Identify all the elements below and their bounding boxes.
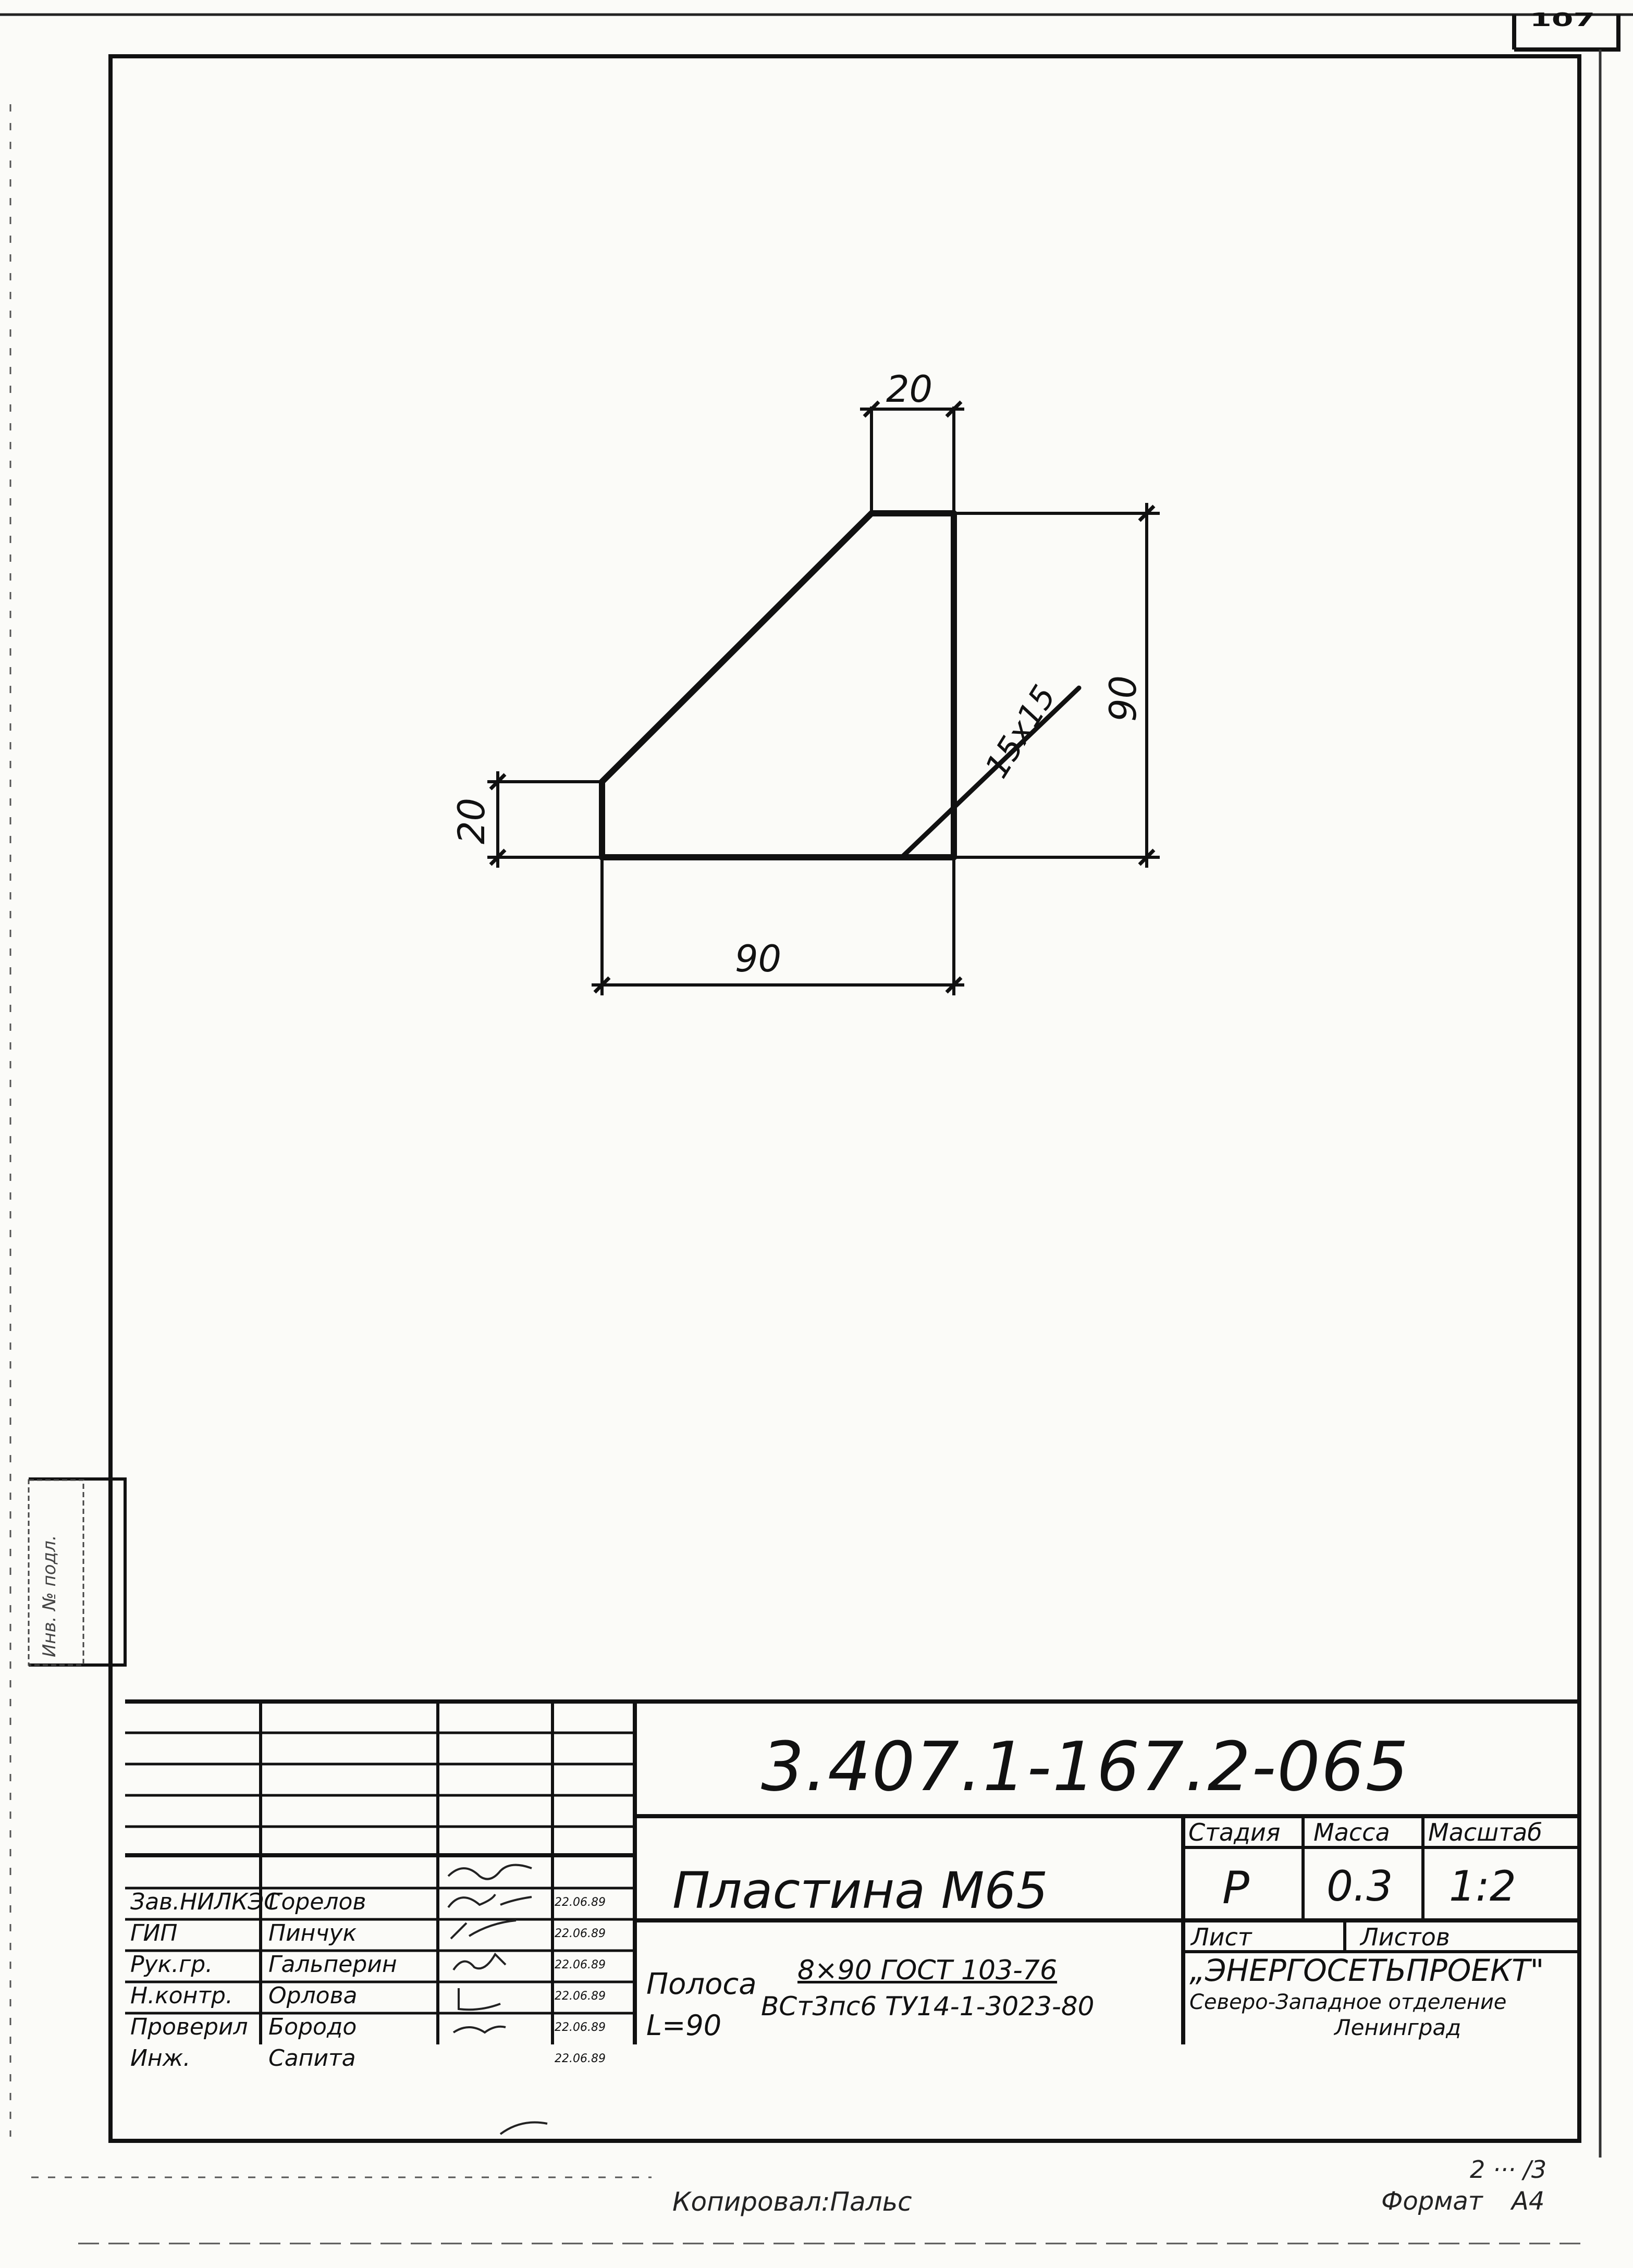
- mass-header: Масса: [1313, 1818, 1390, 1846]
- signature-role: Зав.НИЛКЭС: [130, 1889, 280, 1915]
- dim-top-width: 20: [886, 368, 933, 411]
- scale-header: Масштаб: [1428, 1818, 1542, 1846]
- signature-role: Инж.: [130, 2045, 191, 2072]
- signature-name: Сапита: [268, 2045, 356, 2072]
- bottom-right-number: 2 ··· /3: [1470, 2155, 1547, 2184]
- sheet-corner-number: 107: [1530, 9, 1595, 31]
- corner-number-box: [1512, 15, 1620, 52]
- signature-date: 22.06.89: [555, 2052, 606, 2065]
- organization-city: Ленинград: [1334, 2015, 1462, 2040]
- dimension-lines: [487, 406, 1160, 995]
- stray-mark: [499, 2121, 548, 2135]
- signature-role: ГИП: [130, 1920, 178, 1946]
- sheet-label: Лист: [1191, 1923, 1252, 1951]
- title-block-grid: [125, 1699, 1579, 2044]
- main-frame: [108, 54, 1581, 2143]
- organization-department: Северо-Западное отделение: [1189, 1990, 1507, 2014]
- material-spec-2: ВСт3пс6 ТУ14-1-3023-80: [761, 1991, 1095, 2022]
- signature-scribbles: [447, 1864, 532, 2034]
- dim-height: 90: [1102, 675, 1145, 722]
- signature-role: Рук.гр.: [130, 1951, 213, 1978]
- signature-date: 22.06.89: [555, 2021, 606, 2034]
- material-spec-1: 8×90 ГОСТ 103-76: [797, 1955, 1058, 1986]
- signature-date: 22.06.89: [555, 1958, 606, 1971]
- side-stamp-inner: [28, 1479, 84, 1666]
- mass-value: 0.3: [1327, 1862, 1393, 1910]
- signature-date: 22.06.89: [555, 1927, 606, 1940]
- part-outline: [599, 510, 1082, 860]
- length-label: L=90: [646, 2009, 722, 2042]
- signature-date: 22.06.89: [555, 1896, 606, 1909]
- signature-name: Пинчук: [268, 1920, 357, 1946]
- stage-value: Р: [1222, 1862, 1249, 1914]
- format-value: А4: [1512, 2187, 1545, 2216]
- organization-name: „ЭНЕРГОСЕТЬПРОЕКТ": [1189, 1953, 1544, 1988]
- signature-date: 22.06.89: [555, 1990, 606, 2003]
- signature-name: Горелов: [268, 1889, 366, 1915]
- signature-role: Проверил: [130, 2014, 248, 2040]
- signature-name: Бородо: [268, 2014, 357, 2040]
- scale-value: 1:2: [1449, 1862, 1516, 1910]
- dim-left-height: 20: [450, 797, 493, 844]
- side-stamp-text: Инв. № подл.: [39, 1535, 60, 1657]
- signature-role: Н.контр.: [130, 1982, 233, 2009]
- dim-bottom-width: 90: [735, 938, 782, 980]
- dimension-ticks: [489, 400, 1156, 994]
- drawing-code: 3.407.1-167.2-065: [761, 1727, 1410, 1806]
- copied-by: Копировал:Пальс: [672, 2187, 912, 2217]
- stage-header: Стадия: [1188, 1818, 1281, 1846]
- signature-name: Гальперин: [268, 1951, 397, 1978]
- format-label: Формат: [1381, 2187, 1483, 2216]
- part-title: Пластина М65: [672, 1862, 1048, 1920]
- material-label: Полоса: [646, 1967, 757, 2001]
- sheets-label: Листов: [1360, 1923, 1450, 1951]
- signature-name: Орлова: [268, 1982, 358, 2009]
